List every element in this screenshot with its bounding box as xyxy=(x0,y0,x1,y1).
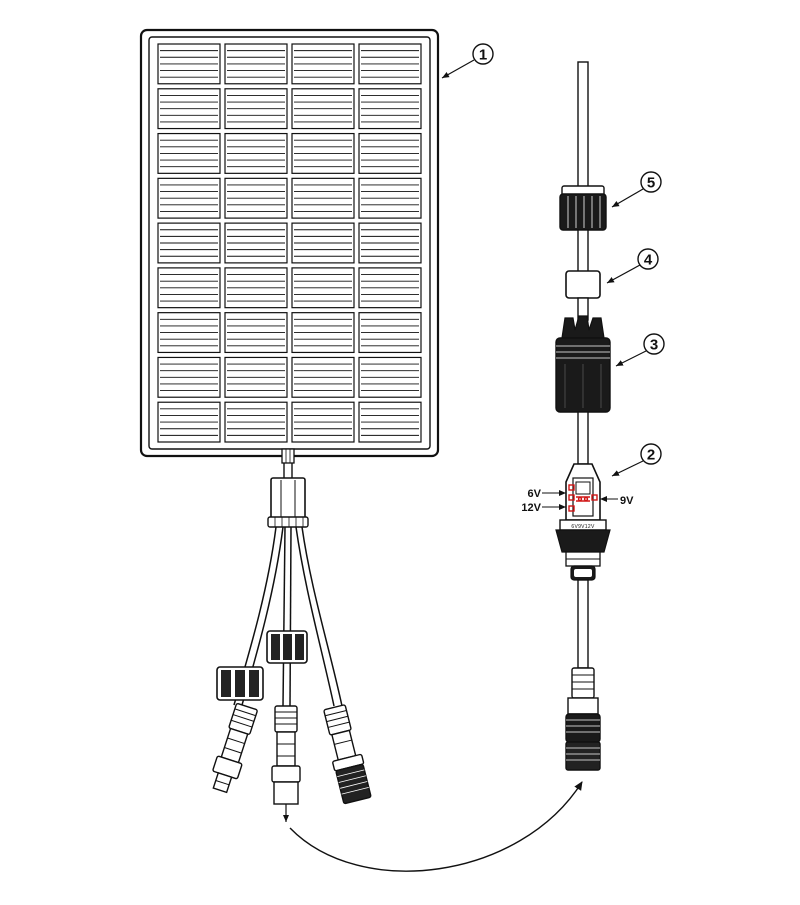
callout-4-label: 4 xyxy=(644,252,653,269)
callout-5: 5 xyxy=(611,171,662,208)
callout-5-label: 5 xyxy=(647,175,655,192)
output-connector xyxy=(565,667,601,771)
voltage-label-12v: 12V xyxy=(521,502,541,514)
callout-1: 1 xyxy=(441,43,494,79)
voltage-contacts xyxy=(568,484,598,512)
callout-3: 3 xyxy=(615,333,665,367)
panel-cell-grid xyxy=(157,43,422,443)
voltage-labels: 6V 12V 9V xyxy=(521,488,634,514)
connector-middle xyxy=(271,705,301,805)
gland-body xyxy=(555,315,611,413)
seal-ring xyxy=(565,270,601,299)
solar-panel xyxy=(139,28,440,458)
loose-nut-left xyxy=(216,666,264,701)
connector-left xyxy=(212,702,258,794)
callout-2-label: 2 xyxy=(647,447,655,464)
voltage-label-9v: 9V xyxy=(620,495,634,507)
curved-connection-arrow xyxy=(289,781,583,872)
panel-junction xyxy=(267,448,309,528)
callout-4: 4 xyxy=(606,248,659,284)
voltage-label-6v: 6V xyxy=(528,488,542,500)
voltage-selector: 6V9V12V xyxy=(555,463,611,581)
gland-nut xyxy=(559,185,607,231)
callout-2: 2 xyxy=(611,443,662,477)
loose-nut-middle xyxy=(266,630,308,664)
connector-right xyxy=(323,704,372,805)
callout-1-label: 1 xyxy=(479,47,487,64)
connector-marking: 6V9V12V xyxy=(571,524,595,530)
cable-assembly: 6V9V12V 6V 12V 9V xyxy=(521,61,634,771)
callout-3-label: 3 xyxy=(650,337,658,354)
